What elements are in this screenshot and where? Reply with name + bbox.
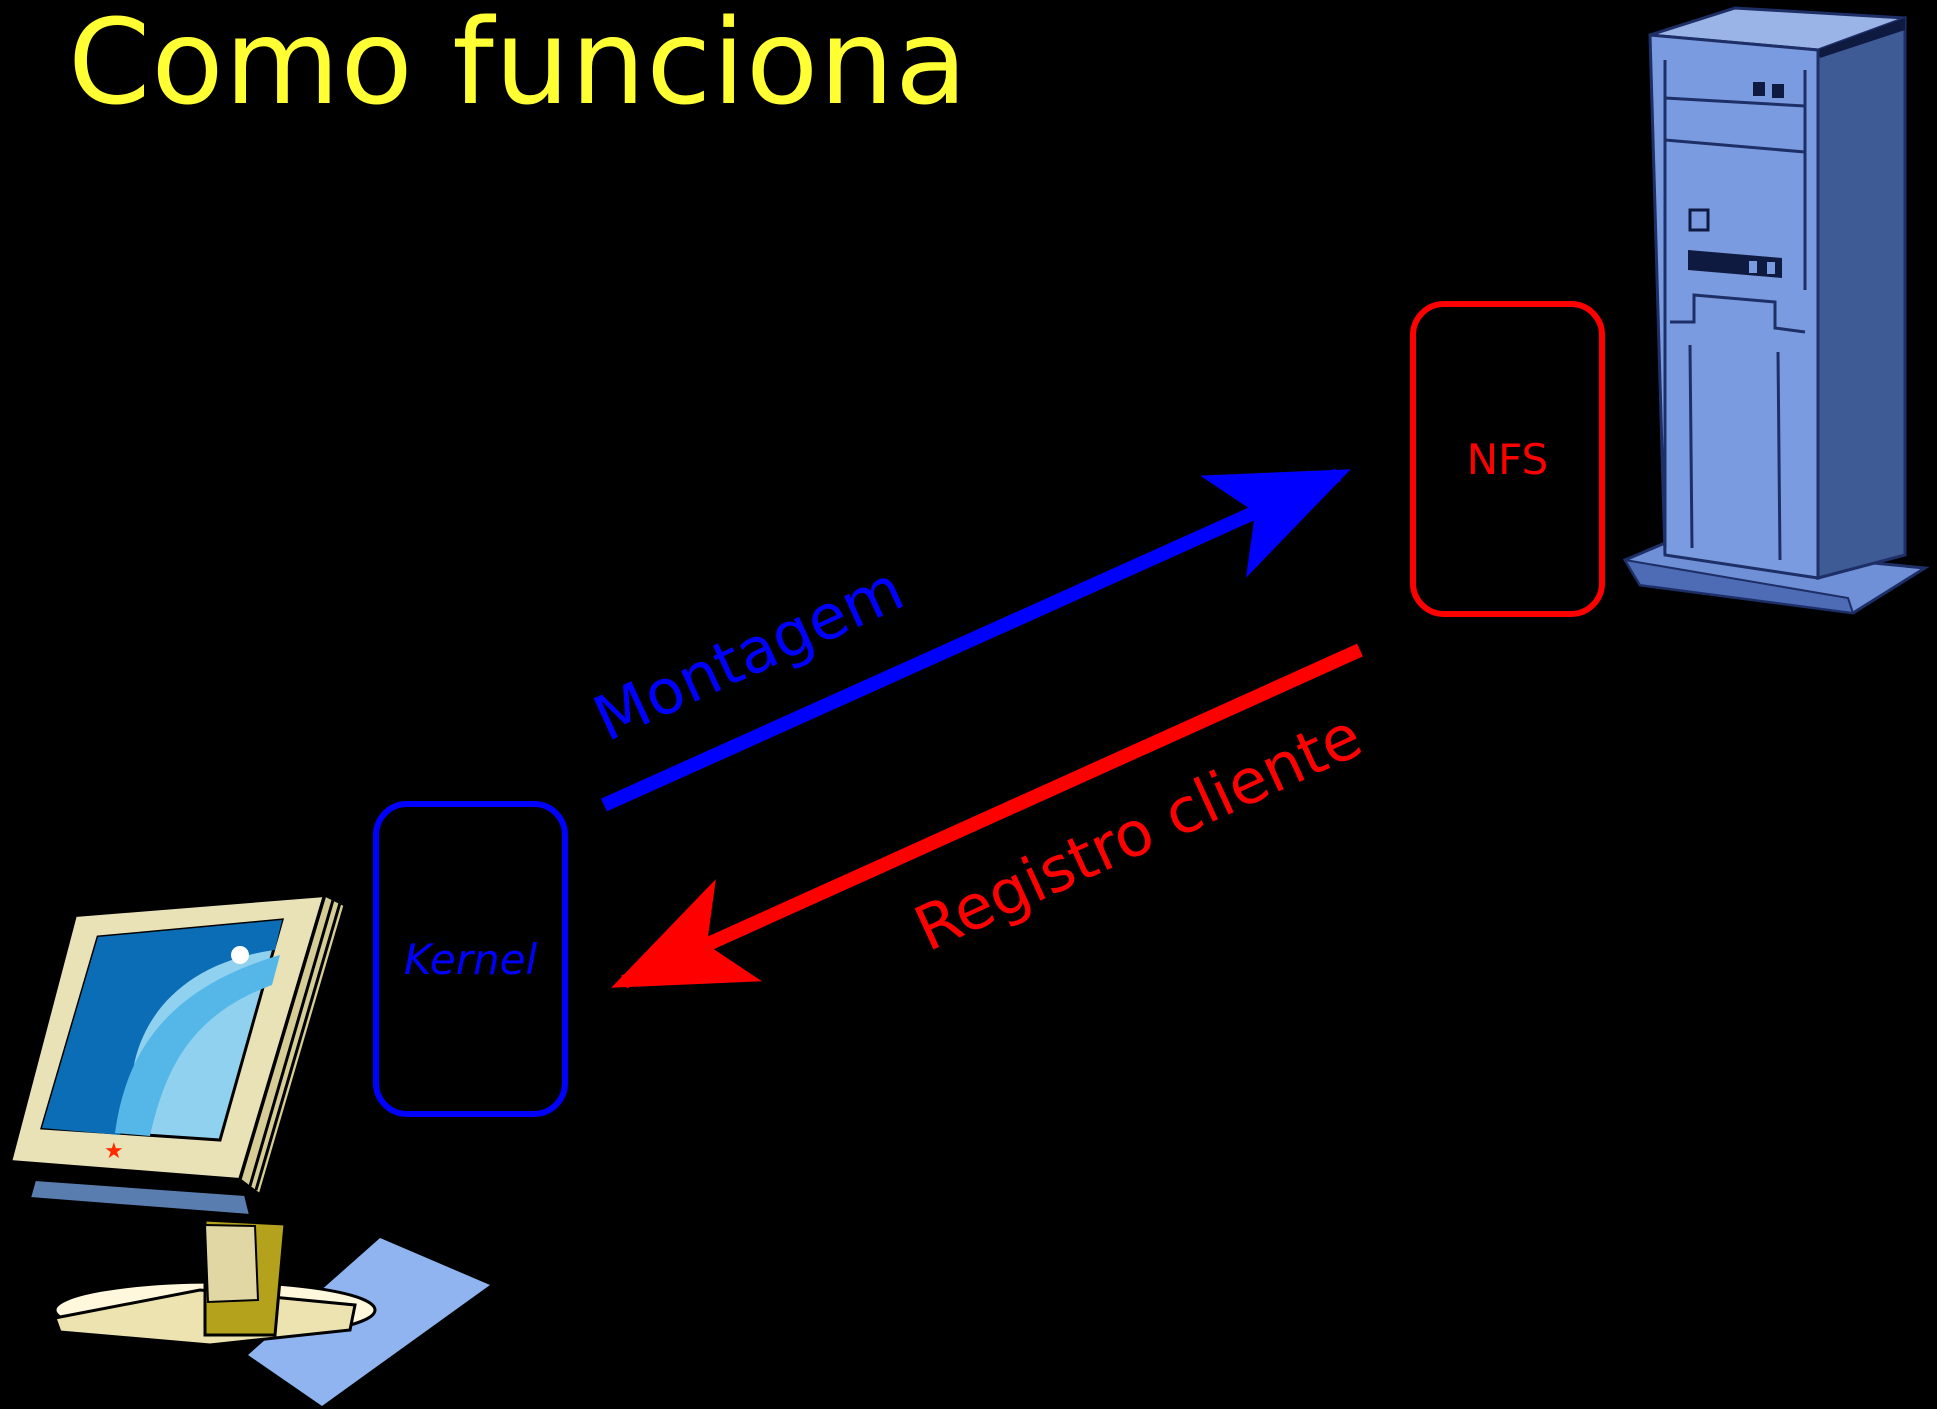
- nfs-server-label: NFS: [1466, 434, 1549, 484]
- slide-title: Como funciona: [68, 0, 969, 131]
- register-arrow-label: Registro cliente: [904, 699, 1372, 966]
- nfs-server-box: NFS: [1410, 301, 1605, 617]
- desktop-computer-icon: ★: [7, 892, 490, 1406]
- mount-arrow: [601, 468, 1351, 812]
- kernel-client-label: Kernel: [403, 934, 538, 984]
- mount-arrow-label: Montagem: [583, 552, 914, 756]
- kernel-client-box: Kernel: [373, 801, 568, 1117]
- svg-text:★: ★: [104, 1139, 124, 1164]
- server-tower-icon: [1622, 6, 1930, 615]
- register-arrow: [611, 643, 1363, 989]
